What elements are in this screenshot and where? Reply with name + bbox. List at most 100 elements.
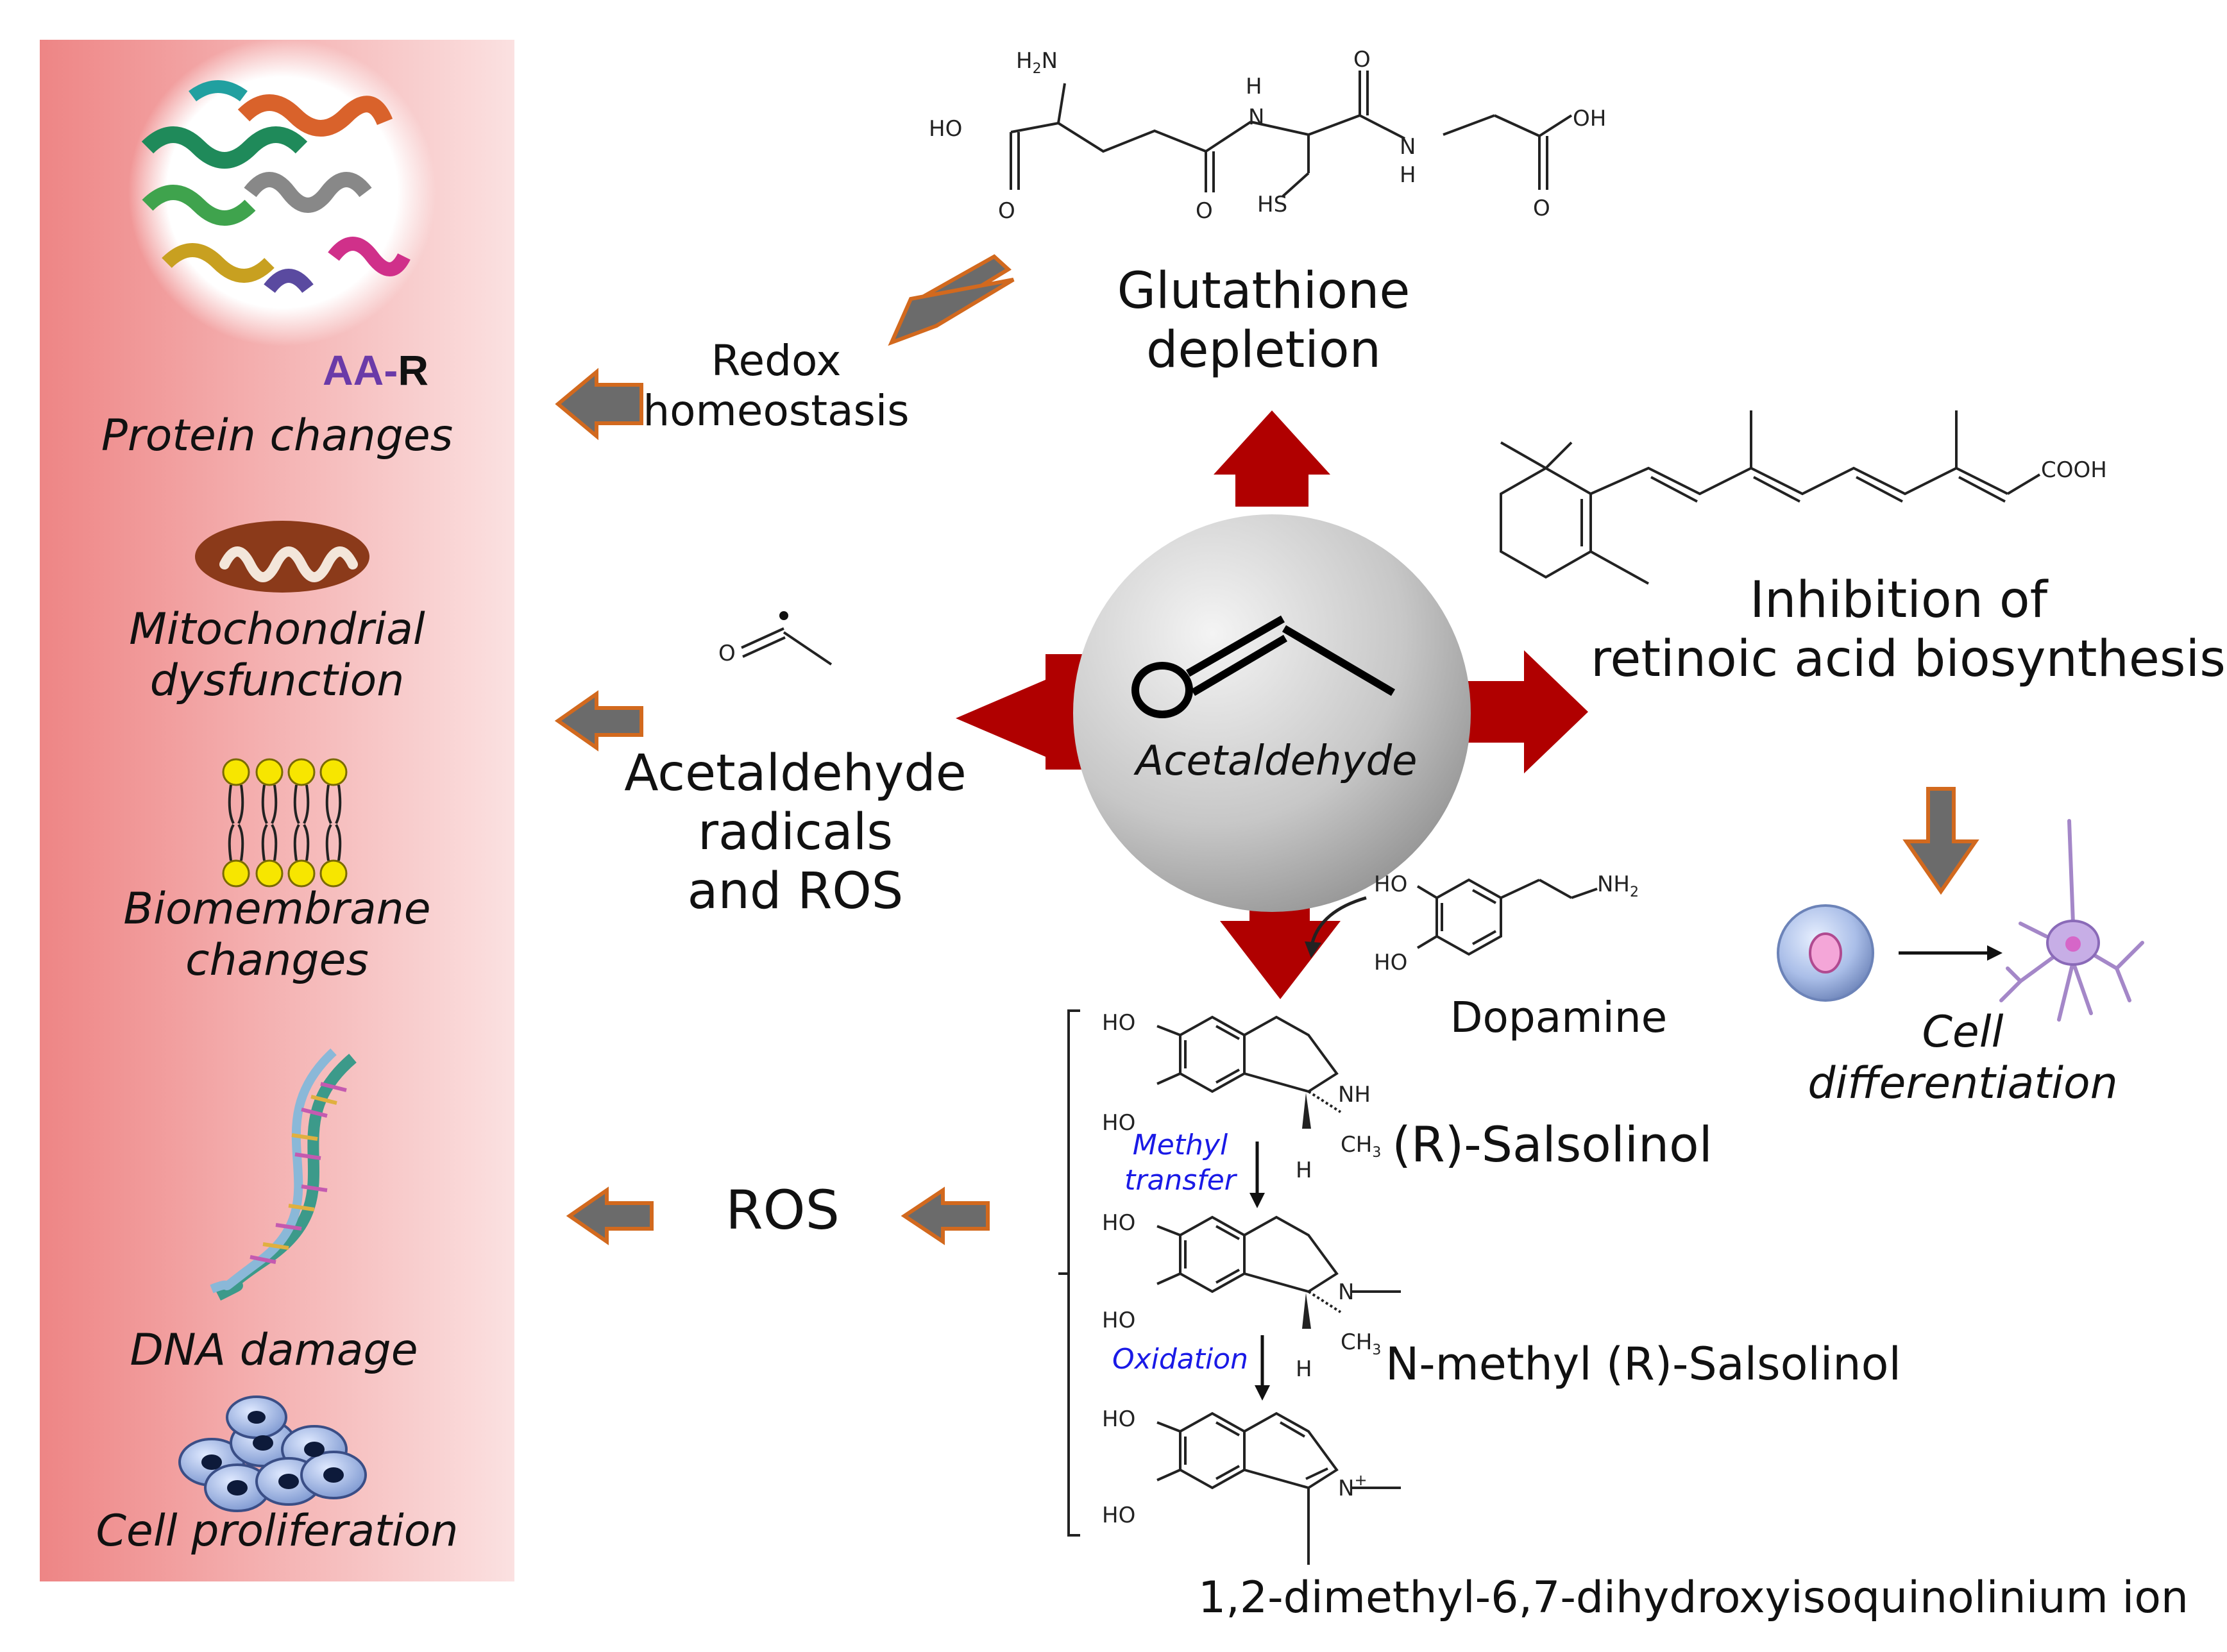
mitochondrion-icon xyxy=(195,521,369,593)
cell-diff-line2: differentiation xyxy=(1808,1058,2118,1109)
biomembrane-line1: Biomembrane xyxy=(123,884,431,934)
methyl-transfer-arrow-head xyxy=(1249,1193,1265,1208)
svg-text:H2N: H2N xyxy=(1016,48,1058,77)
glutathione-atoms: H2N HO O O H N HS O N H OH O xyxy=(929,47,1606,224)
sals-ch3: CH3 xyxy=(1341,1132,1381,1161)
svg-text:N: N xyxy=(1248,105,1264,130)
cell-cluster-icon xyxy=(178,1395,367,1512)
svg-text:HS: HS xyxy=(1257,192,1287,217)
nmsals-ch3: CH3 xyxy=(1341,1329,1381,1358)
svg-text:O: O xyxy=(1353,47,1371,72)
dopamine-nh2: NH2 xyxy=(1597,872,1639,900)
mitochondrial-line2: dysfunction xyxy=(149,655,405,707)
acetaldehyde-radical-structure xyxy=(741,627,833,666)
radicals-line1: Acetaldehyde xyxy=(624,745,967,802)
acetaldehyde-structure xyxy=(1131,615,1396,718)
redox-line1: Redox xyxy=(711,336,842,385)
dopamine-structure xyxy=(1416,878,1598,956)
lipid-bilayer-icon xyxy=(222,758,348,888)
arrow-retinoic-to-differentiation xyxy=(1902,787,1979,895)
cooh-label: COOH xyxy=(2041,457,2107,483)
svg-text:H: H xyxy=(1400,162,1416,188)
sals-ho-1: HO xyxy=(1102,1010,1135,1036)
dopamine-arrow-head xyxy=(1305,941,1321,958)
arrow-radicals-to-panel xyxy=(554,690,643,752)
sals-nh: NH xyxy=(1338,1082,1371,1108)
nmsals-h: H xyxy=(1296,1356,1312,1382)
ros-label: ROS xyxy=(725,1179,840,1242)
methyl-transfer-label: Methyl transfer xyxy=(1110,1127,1251,1198)
arrow-glutathione-to-redox xyxy=(888,254,1015,346)
neuron-nucleus xyxy=(2065,936,2081,952)
retinoic-line1: Inhibition of xyxy=(1749,571,2048,629)
svg-text:O: O xyxy=(1196,198,1213,224)
glutathione-depletion-label: Glutathione depletion xyxy=(1065,262,1462,380)
differentiation-arrow-head xyxy=(1987,945,2003,961)
cell-proliferation-label: Cell proliferation xyxy=(96,1506,459,1556)
retinoic-line2: retinoic acid biosynthesis xyxy=(1591,630,2226,689)
acetaldehyde-center-label: Acetaldehyde xyxy=(1135,738,1418,785)
redox-homeostasis-label: Redox homeostasis xyxy=(629,336,924,436)
retinoic-acid-structure xyxy=(1500,410,2041,585)
isoquinolinium-structure xyxy=(1156,1412,1401,1565)
iq-ho-2: HO xyxy=(1102,1503,1135,1528)
dopamine-ho-1: HO xyxy=(1374,872,1407,897)
dna-helix-icon xyxy=(210,1048,357,1301)
svg-text:OH: OH xyxy=(1573,106,1606,131)
svg-text:H: H xyxy=(1246,74,1262,99)
nmsals-ho-2: HO xyxy=(1102,1308,1135,1333)
arrow-salsolinol-to-ros xyxy=(901,1186,990,1245)
oxidation-label: Oxidation xyxy=(1112,1343,1249,1376)
radical-o-atom: O xyxy=(718,641,736,666)
red-arrow-down xyxy=(1220,885,1341,999)
retinoic-acid-label: Inhibition of retinoic acid biosynthesis xyxy=(1591,571,2226,689)
acetaldehyde-radicals-label: Acetaldehyde radicals and ROS xyxy=(616,744,975,921)
protein-changes-label: Protein changes xyxy=(101,410,453,461)
aa-r-badge: AA-R xyxy=(323,346,428,394)
pathway-bracket xyxy=(1058,1009,1080,1537)
salsolinol-label: (R)-Salsolinol xyxy=(1392,1116,1713,1173)
cell-differentiation-label: Cell differentiation xyxy=(1796,1007,2130,1109)
svg-text:N: N xyxy=(1400,134,1416,160)
methyl-transfer-line1: Methyl xyxy=(1132,1129,1228,1161)
sals-h: H xyxy=(1296,1158,1312,1183)
svg-text:HO: HO xyxy=(929,116,962,142)
svg-text:O: O xyxy=(1533,196,1550,221)
redox-line2: homeostasis xyxy=(643,385,910,435)
radicals-line2: radicals xyxy=(697,804,893,862)
radical-dot xyxy=(779,611,788,620)
svg-text:O: O xyxy=(998,198,1015,224)
isoquinolinium-label: 1,2-dimethyl-6,7-dihydroxyisoquinolinium… xyxy=(1198,1572,2189,1623)
sals-ho-2: HO xyxy=(1102,1110,1135,1136)
arrow-ros-to-panel xyxy=(566,1186,654,1245)
mitochondrial-dysfunction-label: Mitochondrial dysfunction xyxy=(40,604,514,707)
dopamine-ho-2: HO xyxy=(1374,950,1407,975)
red-arrow-up xyxy=(1214,410,1330,507)
mitochondrial-line1: Mitochondrial xyxy=(129,604,425,655)
nmsals-ho-1: HO xyxy=(1102,1210,1135,1236)
protein-structure-icon xyxy=(128,38,436,346)
cell-diff-line1: Cell xyxy=(1922,1007,2004,1058)
methyl-transfer-line2: transfer xyxy=(1124,1164,1236,1197)
n-methyl-salsolinol-structure xyxy=(1156,1215,1401,1313)
glutathione-line1: Glutathione xyxy=(1117,262,1410,320)
radicals-line3: and ROS xyxy=(687,863,904,921)
arrow-redox-to-panel xyxy=(555,367,643,441)
salsolinol-structure xyxy=(1156,1015,1342,1113)
red-arrow-right xyxy=(1453,650,1588,773)
stem-cell-icon xyxy=(1777,904,1874,1002)
iq-n-plus: N+ xyxy=(1338,1471,1368,1501)
acetaldehyde-sphere xyxy=(1073,514,1471,912)
dopamine-curved-arrow xyxy=(1310,896,1367,943)
nmsals-n: N xyxy=(1338,1279,1354,1305)
n-methyl-wedge xyxy=(1302,1293,1311,1329)
biomembrane-line2: changes xyxy=(185,935,369,986)
salsolinol-wedge xyxy=(1302,1093,1311,1129)
red-arrow-left xyxy=(956,654,1090,770)
glutathione-structure xyxy=(1010,71,1573,198)
oxidation-arrow-head xyxy=(1255,1385,1270,1401)
iq-ho-1: HO xyxy=(1102,1406,1135,1432)
glutathione-line2: depletion xyxy=(1146,321,1382,380)
dopamine-label: Dopamine xyxy=(1450,993,1668,1042)
